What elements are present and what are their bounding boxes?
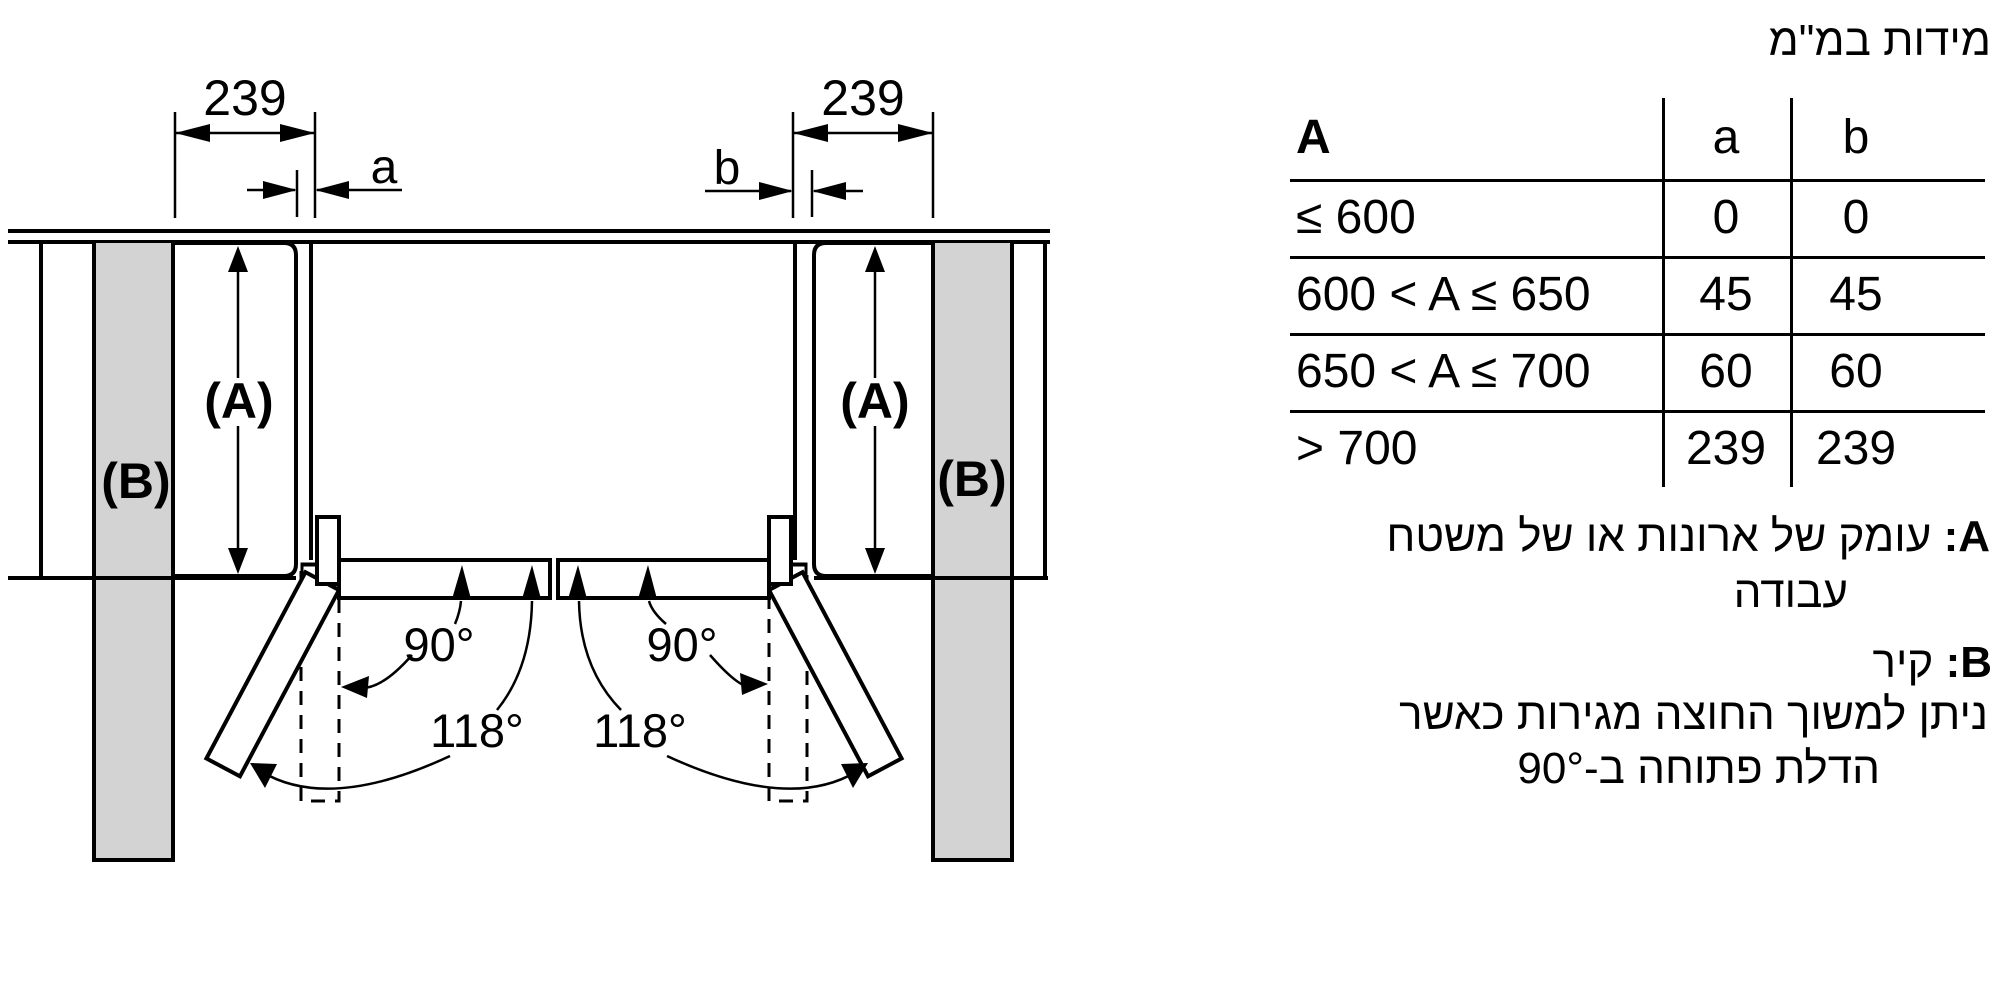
leader-118-left-arc — [261, 754, 451, 790]
table-header-a: a — [1712, 110, 1740, 164]
angle-90-right-label: 90° — [646, 618, 717, 671]
arrowhead — [898, 124, 933, 142]
cabinet-left — [175, 241, 298, 578]
leader-118-left-up — [496, 600, 534, 711]
hinge-right-notch — [790, 562, 808, 578]
arrowhead — [522, 565, 541, 599]
legend-A-key: A: — [1943, 512, 1990, 561]
arrowhead — [228, 246, 248, 272]
table-header-A: A — [1296, 110, 1331, 164]
gap-a-label: a — [371, 141, 398, 194]
arrowhead — [638, 565, 657, 599]
leader-118-right-arc — [666, 754, 857, 790]
table-cell-b: 45 — [1829, 268, 1883, 321]
hinge-right — [767, 515, 793, 586]
table-cell-a: 239 — [1685, 422, 1767, 475]
dimensions-table: A a b ≤ 600 0 0 600 < A ≤ 650 45 45 650 … — [1290, 95, 1985, 487]
table-cell-b: 0 — [1842, 191, 1870, 244]
gap-b-label: b — [714, 142, 741, 195]
table-cell-a: 0 — [1712, 191, 1740, 244]
legend-A-line2: עבודה — [1733, 568, 1848, 617]
depth-A-left-label: (A) — [204, 373, 273, 429]
table-cell-a: 45 — [1699, 268, 1753, 321]
diagram-labels: 239 239 a b (A) (A) (B) (B) 90° 90° 118°… — [101, 70, 1006, 757]
doors-open — [203, 569, 905, 779]
door-right-open-118 — [766, 569, 905, 779]
arrowhead — [865, 246, 885, 272]
arrowhead — [759, 182, 793, 200]
depth-A-right-label: (A) — [840, 373, 909, 429]
arrowhead — [812, 182, 846, 200]
leader-118-right-up — [577, 600, 622, 711]
table-cell-range: > 700 — [1296, 422, 1418, 475]
cabinet-right — [812, 241, 935, 578]
hinge-left — [315, 515, 341, 586]
wall-B-right-label: (B) — [937, 451, 1006, 507]
table-cell-b: 60 — [1829, 345, 1883, 398]
dim-239-left-label: 239 — [203, 70, 286, 126]
arrowhead — [315, 181, 349, 199]
door-90deg-outlines — [299, 563, 809, 803]
angle-118-right-label: 118° — [593, 704, 687, 757]
legend-B-text: קיר — [1872, 638, 1934, 687]
table-row: > 700 239 239 — [1290, 410, 1985, 487]
legend-note-line2: הדלת פתוחה ב-90° — [1517, 744, 1880, 793]
angle-90-left-label: 90° — [403, 618, 474, 671]
angle-118-left-label: 118° — [430, 704, 524, 757]
table-column-divider — [1790, 98, 1793, 487]
doors-closed — [300, 515, 808, 600]
table-cell-range: ≤ 600 — [1296, 191, 1416, 244]
legend-A-text: עומק של ארונות או של משטח — [1386, 512, 1932, 561]
arrowhead — [865, 548, 885, 574]
arrowhead — [250, 763, 277, 788]
legend-A-line1: A: עומק של ארונות או של משטח — [1386, 512, 1990, 562]
arrowhead — [263, 181, 297, 199]
arrowhead — [793, 124, 828, 142]
diagram-structure — [8, 229, 1050, 862]
table-cell-b: 239 — [1815, 422, 1897, 475]
door-right-closed — [556, 558, 771, 600]
arrowhead — [175, 124, 210, 142]
legend-note-line1: ניתן למשוך החוצה מגירות כאשר — [1399, 690, 1988, 739]
arrowhead — [841, 763, 868, 788]
table-header-b: b — [1842, 110, 1870, 164]
table-cell-range: 650 < A ≤ 700 — [1296, 345, 1591, 398]
door-right-90deg-outline — [767, 563, 809, 803]
leader-90-right-up — [647, 600, 667, 625]
table-row: 600 < A ≤ 650 45 45 — [1290, 256, 1985, 336]
arrowhead — [228, 548, 248, 574]
arrowhead — [280, 124, 315, 142]
door-left-closed — [337, 558, 552, 600]
leader-90-left-up — [453, 600, 463, 625]
arrowhead — [740, 673, 768, 695]
table-cell-range: 600 < A ≤ 650 — [1296, 268, 1591, 321]
legend-B-key: B: — [1945, 638, 1992, 687]
door-left-90deg-outline — [299, 563, 341, 803]
door-left-open-118 — [203, 569, 342, 779]
table-header-row: A a b — [1290, 95, 1985, 182]
table-cell-a: 60 — [1699, 345, 1753, 398]
wall-left-fill — [94, 243, 173, 860]
hinge-left-notch — [300, 562, 318, 578]
table-column-divider — [1662, 98, 1665, 487]
units-note: מידות במ"מ — [1768, 16, 1992, 65]
arrowhead — [341, 676, 369, 698]
wall-B-left-label: (B) — [101, 453, 170, 509]
arrowhead — [568, 565, 587, 599]
table-row: 650 < A ≤ 700 60 60 — [1290, 333, 1985, 413]
arrowheads — [175, 124, 933, 788]
arrowhead — [452, 565, 471, 599]
wall-right-fill — [933, 243, 1012, 860]
table-row: ≤ 600 0 0 — [1290, 179, 1985, 259]
legend-B-line: B: קיר — [1872, 638, 1992, 688]
dim-239-right-label: 239 — [821, 70, 904, 126]
